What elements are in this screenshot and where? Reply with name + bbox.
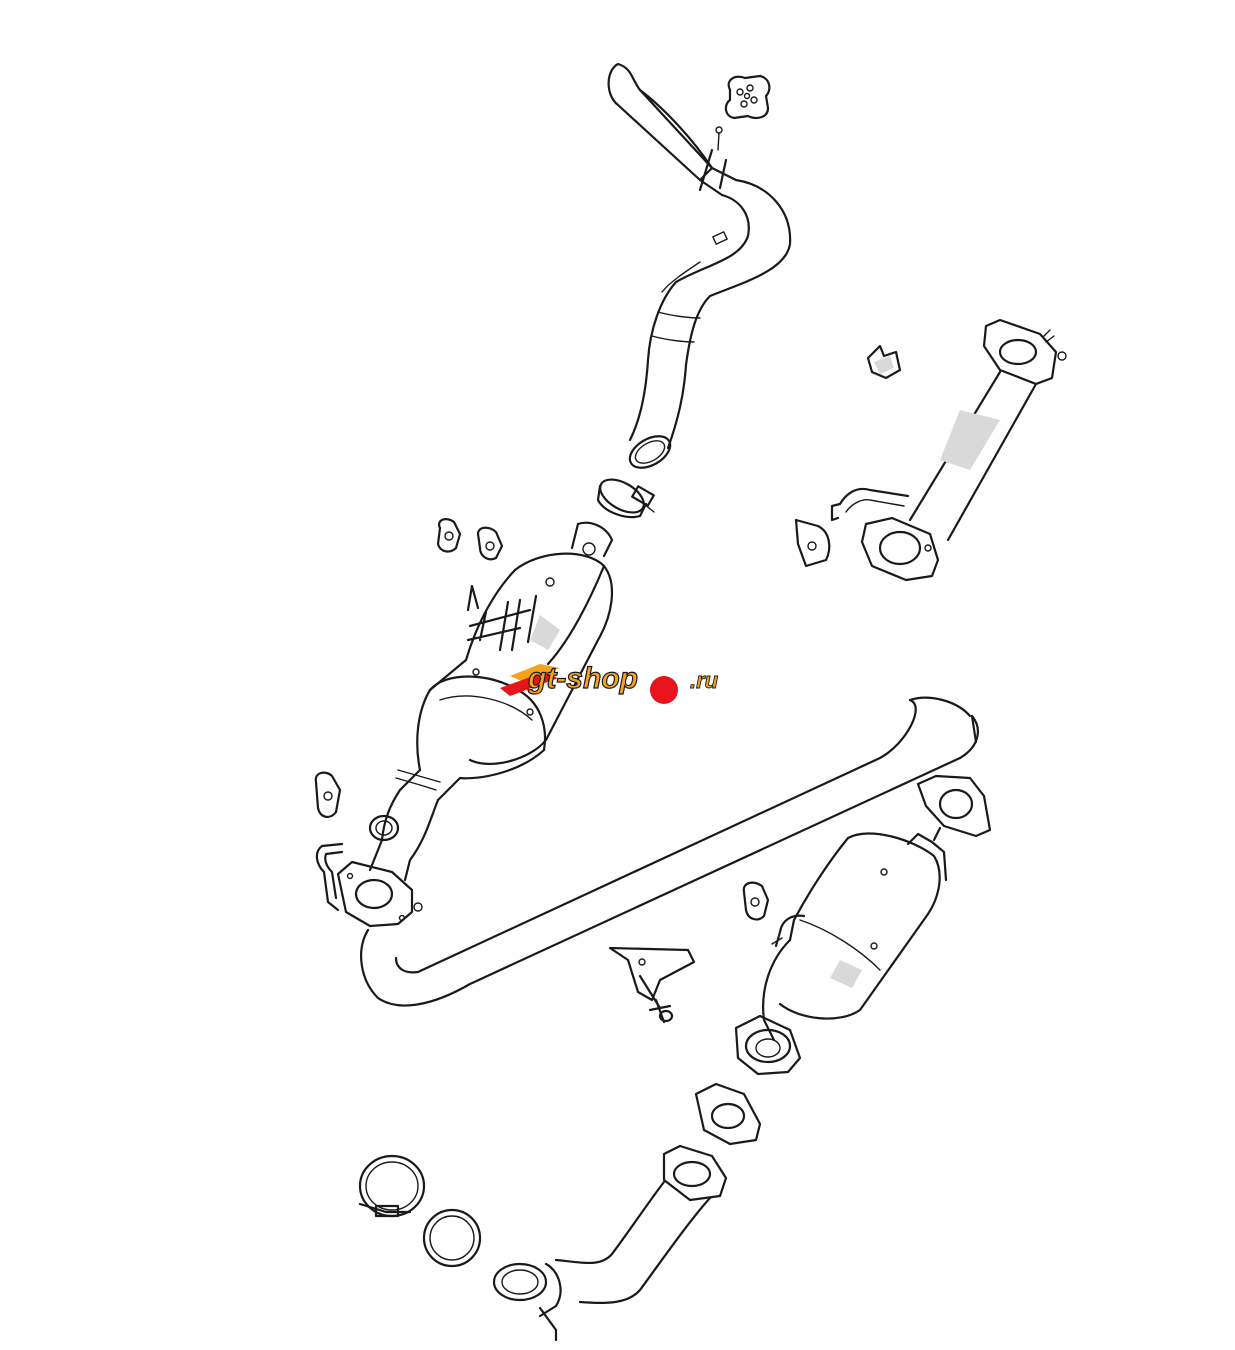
front-pipe-icon (492, 1144, 728, 1342)
flange-gasket-icon (916, 774, 992, 838)
seal-ring-icon (422, 1208, 482, 1268)
exhaust-hanger-icon (314, 518, 504, 818)
watermark-tld-text: .ru (690, 668, 719, 693)
v-band-clamp-icon (358, 1154, 426, 1218)
muffler-assembly-icon (315, 521, 614, 928)
crossover-pipe-icon (360, 696, 979, 1007)
watermark-logo: gt-shop .ru (500, 661, 719, 704)
front-pipe-icon (830, 318, 1067, 582)
watermark-brand-text: gt-shop (527, 662, 638, 695)
rubber-isolator-icon (724, 74, 771, 120)
exhaust-hanger-icon (742, 881, 770, 921)
exhaust-pipe-clamp-icon (596, 478, 655, 519)
exhaust-hanger-icon (794, 518, 831, 568)
tail-pipe-icon (607, 62, 792, 469)
exhaust-hanger-icon (608, 946, 696, 1024)
catalytic-converter-icon (734, 826, 948, 1076)
flange-gasket-icon (694, 1082, 762, 1146)
exhaust-hanger-icon (866, 344, 902, 380)
